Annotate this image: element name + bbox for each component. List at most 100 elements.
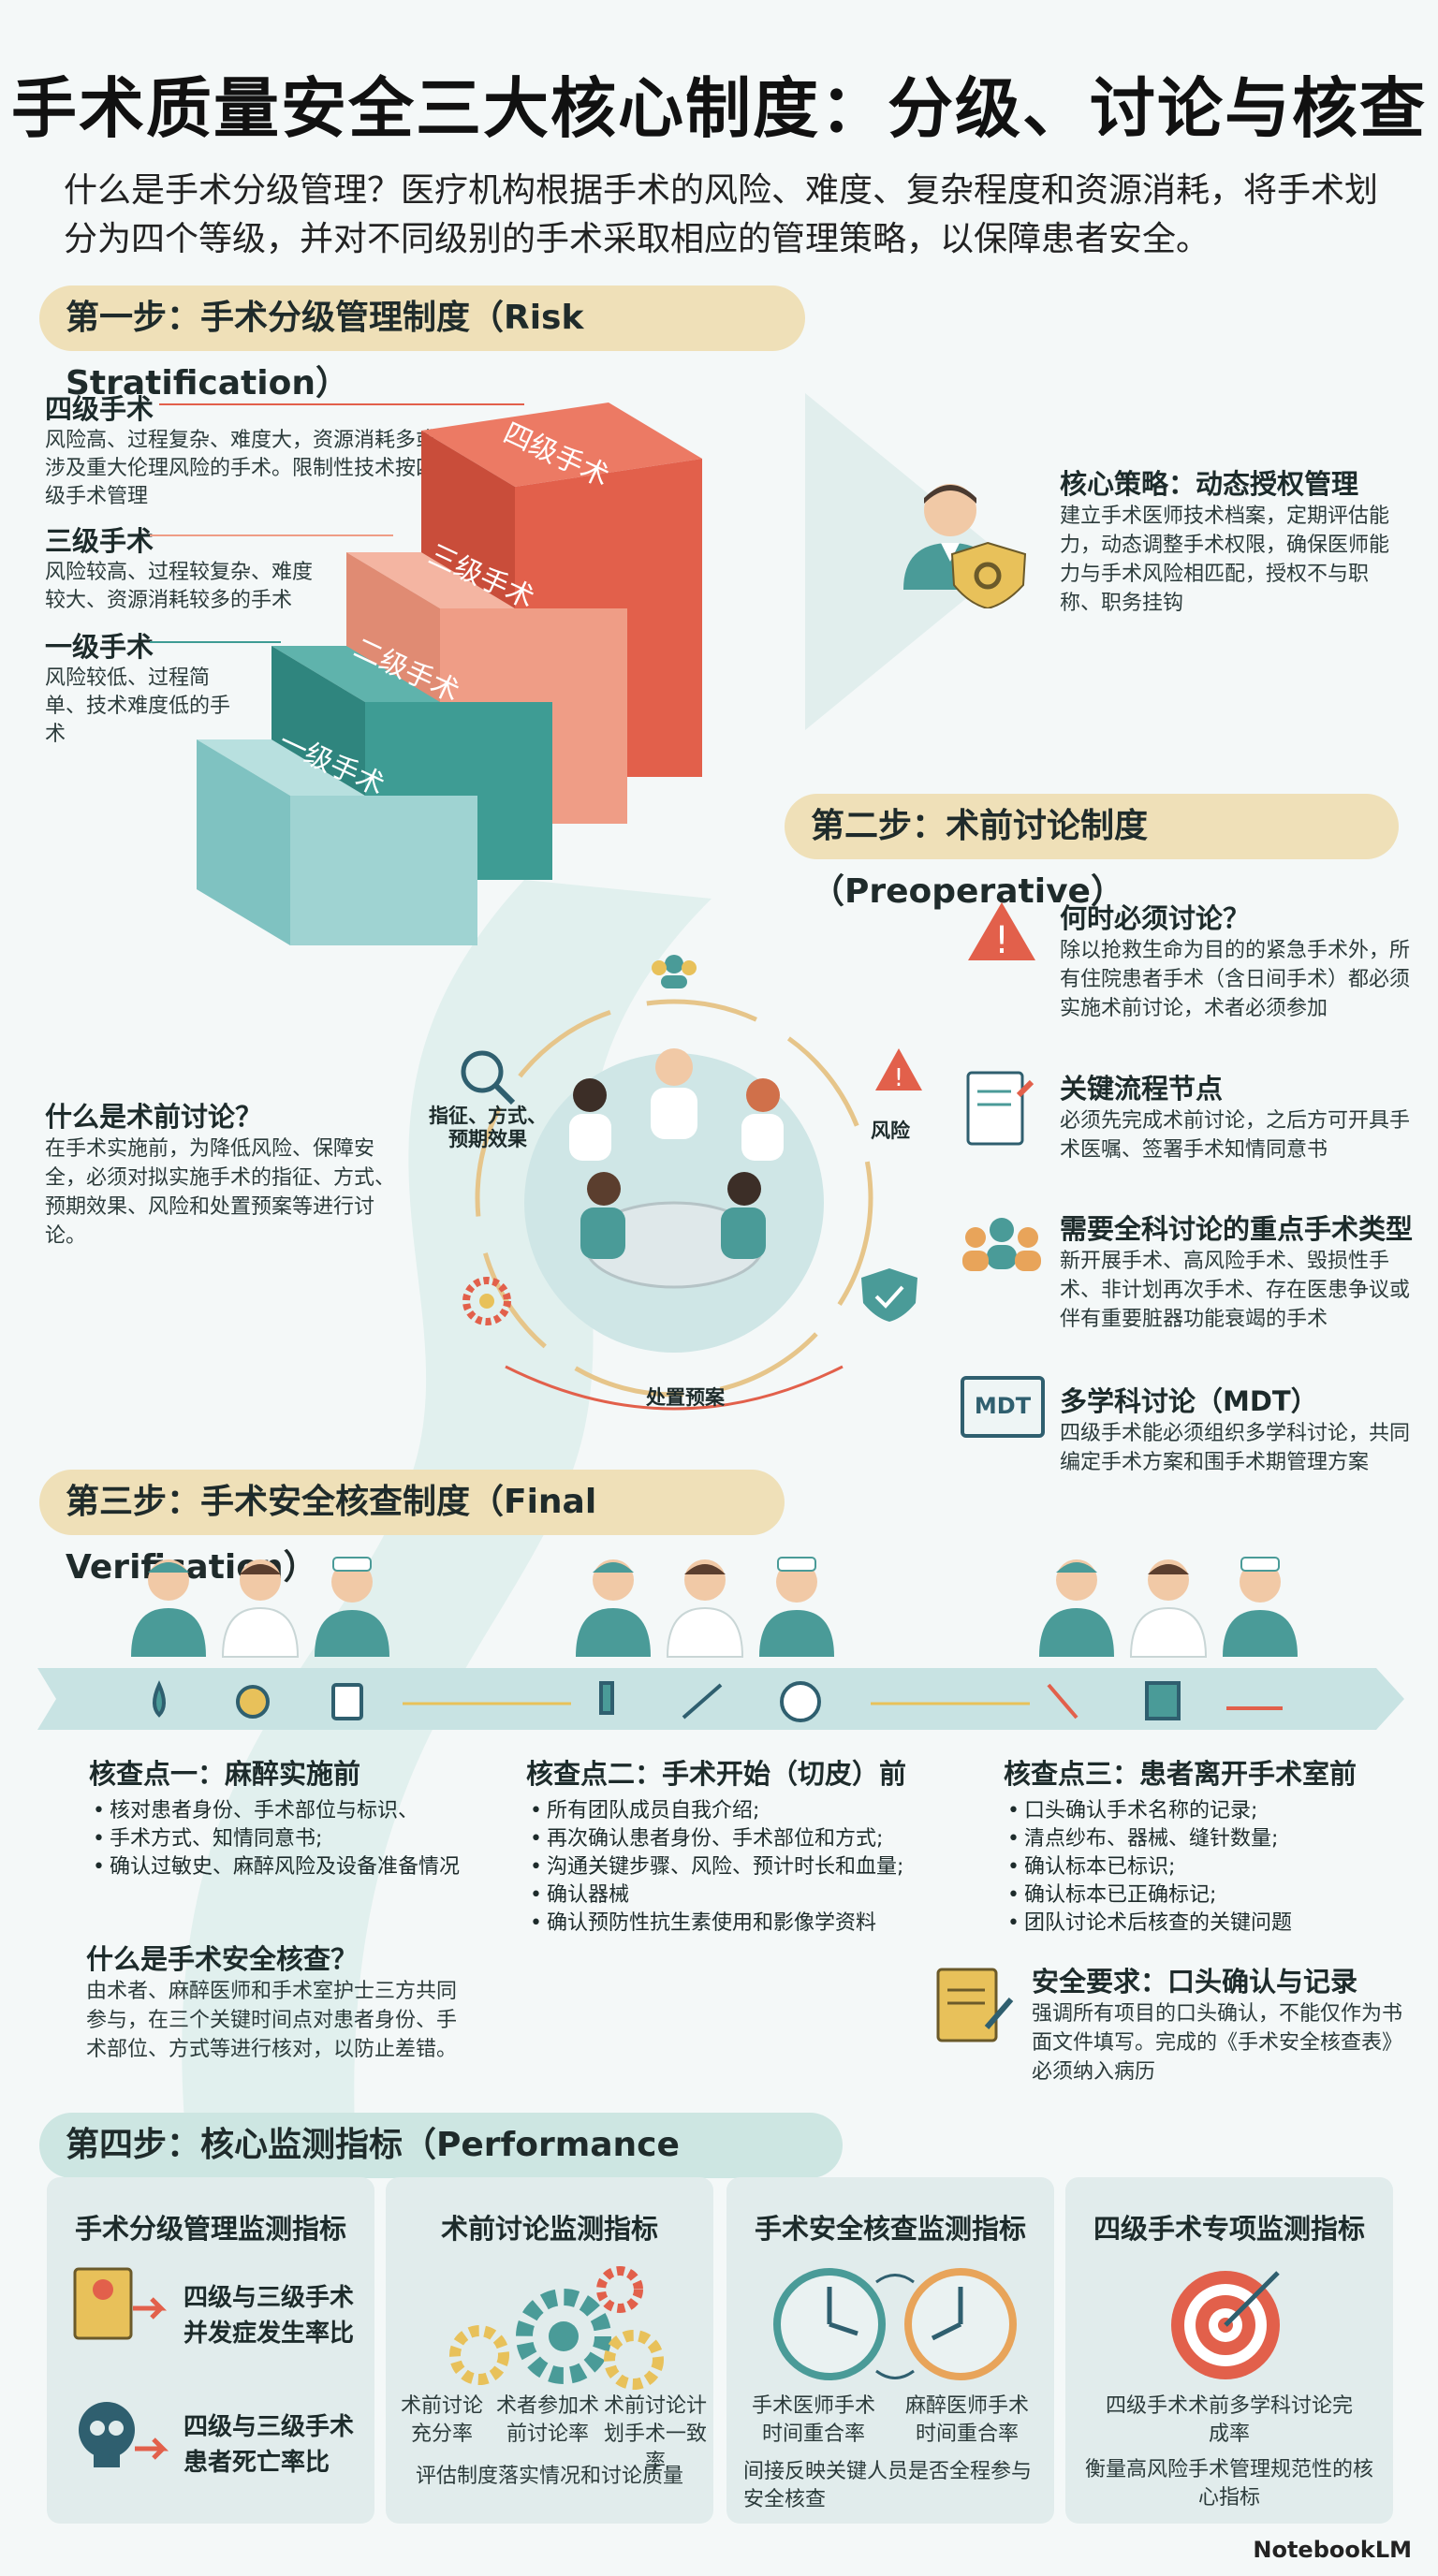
checkpoint-3-item: 团队讨论术后核查的关键问题 [1004, 1910, 1397, 1938]
metric-card-grading-title: 手术分级管理监测指标 [74, 2213, 346, 2245]
metric-card-verification-title: 手术安全核查监测指标 [754, 2213, 1026, 2245]
checkpoint-3-item: 确认标本已标识; [1004, 1853, 1397, 1881]
verification-req-title: 安全要求：口头确认与记录 [1032, 1966, 1358, 1998]
metric-card-discussion: 术前讨论监测指标 术前讨论充分率 术者参加术前讨论率 术前讨论计划手术一致率 评… [386, 2177, 713, 2524]
strategy-title: 核心策略：动态授权管理 [1060, 468, 1359, 500]
checkpoint-3: 核查点三：患者离开手术室前 口头确认手术名称的记录; 清点纱布、器械、缝针数量;… [1004, 1752, 1397, 1938]
verification-req-text: 强调所有项目的口头确认，不能仅作为书面文件填写。完成的《手术安全核查表》必须纳入… [1032, 2002, 1403, 2084]
metric-discussion-3: 术前讨论计划手术一致率 [603, 2394, 707, 2474]
preop-mdt-text: 四级手术能必须组织多学科讨论，共同编定手术方案和围手术期管理方案 [1060, 1422, 1411, 1474]
level3-text: 风险较高、过程较复杂、难度较大、资源消耗较多的手术 [45, 561, 314, 612]
checkpoint-1-item: 核对患者身份、手术部位与标识、 [89, 1797, 482, 1825]
magnifier-icon [461, 1050, 516, 1105]
preop-what-title: 什么是术前讨论？ [45, 1101, 263, 1133]
page-title: 手术质量安全三大核心制度：分级、讨论与核查 [11, 70, 1427, 147]
metric-verification-note: 间接反映关键人员是否全程参与安全核查 [743, 2460, 1033, 2511]
mdt-icon: MDT [961, 1376, 1045, 1438]
preop-flow-title: 关键流程节点 [1060, 1073, 1224, 1105]
metric-card-grading: 手术分级管理监测指标 四级与三级手术并发症发生率比 四级与三级手术患者死亡率比 [47, 2177, 374, 2524]
preop-types-text: 新开展手术、高风险手术、毁损性手术、非计划再次手术、存在医患争议或伴有重要脏器功… [1060, 1250, 1411, 1331]
level3-title: 三级手术 [45, 525, 154, 557]
level1-block: 一级手术 风险较低、过程简单、技术难度低的手术 [45, 625, 232, 749]
step3-icons [153, 1680, 1283, 1722]
checkpoint-2: 核查点二：手术开始（切皮）前 所有团队成员自我介绍; 再次确认患者身份、手术部位… [526, 1752, 938, 1938]
preop-when-title: 何时必须讨论？ [1060, 902, 1251, 934]
sign-document-icon [936, 1968, 1014, 2042]
preop-when-text: 除以抢救生命为目的的紧急手术外，所有住院患者手术（含日间手术）都必须实施术前讨论… [1060, 939, 1411, 1020]
metric-discussion-2: 术者参加术前讨论率 [496, 2394, 600, 2446]
doctor-shield-icon [903, 484, 1027, 608]
document-icon [966, 1071, 1034, 1146]
skull-icon [79, 2402, 169, 2467]
level3-block: 三级手术 风险较高、过程较复杂、难度较大、资源消耗较多的手术 [45, 520, 326, 615]
checkpoint-1-item: 手术方式、知情同意书; [89, 1825, 482, 1853]
gear-icon-left [462, 1277, 511, 1325]
preop-item-flow: 关键流程节点 必须先完成术前讨论，之后方可开具手术医嘱、签署手术知情同意书 [1060, 1067, 1416, 1164]
cycle-left-label: 指征、方式、预期效果 [429, 1105, 547, 1150]
metric-grading-1: 四级与三级手术并发症发生率比 [183, 2284, 355, 2348]
metric-level4-note: 衡量高风险手术管理规范性的核心指标 [1084, 2458, 1373, 2510]
strategy-block: 核心策略：动态授权管理 建立手术医师技术档案，定期评估能力，动态调整手术权限，确… [1060, 462, 1406, 618]
clipboard-icon [73, 2267, 168, 2340]
preop-flow-text: 必须先完成术前讨论，之后方可开具手术医嘱、签署手术知情同意书 [1060, 1109, 1411, 1162]
team-icon-top [652, 955, 697, 988]
step4-label: 第四步：核心监测指标（Performance Monitoring） [39, 2113, 843, 2230]
shield-check-icon [861, 1268, 917, 1322]
metric-card-level4: 四级手术专项监测指标 四级手术术前多学科讨论完成率 衡量高风险手术管理规范性的核… [1065, 2177, 1393, 2524]
metric-discussion-note: 评估制度落实情况和讨论质量 [415, 2465, 683, 2488]
metric-discussion-1: 术前讨论充分率 [400, 2394, 483, 2446]
step1-label: 第一步：手术分级管理制度（Risk Stratification） [39, 285, 805, 402]
checkpoint-1: 核查点一：麻醉实施前 核对患者身份、手术部位与标识、 手术方式、知情同意书; 确… [89, 1752, 482, 1881]
checkpoint-3-item: 清点纱布、器械、缝针数量; [1004, 1825, 1397, 1853]
strategy-text: 建立手术医师技术档案，定期评估能力，动态调整手术权限，确保医师能力与手术风险相匹… [1060, 505, 1390, 615]
metric-card-discussion-title: 术前讨论监测指标 [440, 2213, 658, 2245]
checkpoint-3-title: 核查点三：患者离开手术室前 [1004, 1758, 1357, 1790]
cycle-right-label: 风险 [871, 1120, 910, 1142]
step3-label: 第三步：手术安全核查制度（Final Verification） [39, 1470, 785, 1587]
preop-item-mdt: 多学科讨论（MDT） 四级手术能必须组织多学科讨论，共同编定手术方案和围手术期管… [1060, 1380, 1416, 1477]
cycle-bottom-label: 处置预案 [646, 1386, 725, 1409]
level1-title: 一级手术 [45, 631, 154, 663]
metric-card-verification: 手术安全核查监测指标 手术医师手术时间重合率 麻醉医师手术时间重合率 间接反映关… [726, 2177, 1054, 2524]
warning-icon: ! [968, 902, 1035, 962]
clocks-icon [773, 2268, 1017, 2380]
team-icon [962, 1218, 1041, 1271]
gears-icon [449, 2266, 664, 2390]
checkpoint-2-item: 确认器械 [526, 1881, 938, 1910]
preop-what-block: 什么是术前讨论？ 在手术实施前，为降低风险、保障安全，必须对拟实施手术的指征、方… [45, 1095, 401, 1251]
level4-text: 风险高、过程复杂、难度大，资源消耗多或涉及重大伦理风险的手术。限制性技术按四级手… [45, 429, 437, 508]
checkpoint-1-item: 确认过敏史、麻醉风险及设备准备情况 [89, 1853, 482, 1881]
verification-team-strip [37, 1557, 1404, 1730]
metric-grading-2: 四级与三级手术患者死亡率比 [183, 2413, 355, 2477]
level-connectors [150, 403, 524, 643]
metric-verification-1: 手术医师手术时间重合率 [751, 2394, 875, 2446]
brand-label: NotebookLM [1253, 2537, 1412, 2563]
metric-level4-1: 四级手术术前多学科讨论完成率 [1105, 2394, 1353, 2446]
preop-types-title: 需要全科讨论的重点手术类型 [1060, 1213, 1414, 1245]
svg-text:!: ! [894, 1064, 903, 1092]
checkpoint-2-item: 所有团队成员自我介绍; [526, 1797, 938, 1825]
intro-text: 什么是手术分级管理？医疗机构根据手术的风险、难度、复杂程度和资源消耗，将手术划分… [64, 171, 1379, 258]
checkpoint-3-item: 口头确认手术名称的记录; [1004, 1797, 1397, 1825]
metric-verification-2: 麻醉医师手术时间重合率 [904, 2394, 1029, 2446]
checkpoint-1-title: 核查点一：麻醉实施前 [89, 1758, 361, 1790]
level4-block: 四级手术 风险高、过程复杂、难度大，资源消耗多或涉及重大伦理风险的手术。限制性技… [45, 388, 448, 511]
svg-text:!: ! [994, 919, 1009, 962]
checkpoint-2-item: 沟通关键步骤、风险、预计时长和血量; [526, 1853, 938, 1881]
stairs-diagram: 四级手术 三级手术 二级手术 一级手术 [197, 402, 702, 945]
checkpoint-2-title: 核查点二：手术开始（切皮）前 [526, 1758, 907, 1790]
discussion-cycle-diagram: ! [461, 955, 922, 1411]
target-icon [1171, 2271, 1280, 2379]
checkpoint-2-item: 再次确认患者身份、手术部位和方式; [526, 1825, 938, 1853]
checkpoint-3-item: 确认标本已正确标记; [1004, 1881, 1397, 1910]
level4-title: 四级手术 [45, 393, 154, 425]
verification-what-title: 什么是手术安全核查？ [86, 1943, 359, 1975]
preop-what-text: 在手术实施前，为降低风险、保障安全，必须对拟实施手术的指征、方式、预期效果、风险… [45, 1137, 396, 1248]
step2-label: 第二步：术前讨论制度（Preoperative） [785, 794, 1399, 911]
verification-what-text: 由术者、麻醉医师和手术室护士三方共同参与，在三个关键时间点对患者身份、手术部位、… [86, 1980, 458, 2061]
verification-what-block: 什么是手术安全核查？ 由术者、麻醉医师和手术室护士三方共同参与，在三个关键时间点… [86, 1938, 461, 2064]
checkpoint-2-item: 确认预防性抗生素使用和影像学资料 [526, 1910, 938, 1938]
level1-text: 风险较低、过程简单、技术难度低的手术 [45, 666, 231, 746]
preop-mdt-title: 多学科讨论（MDT） [1060, 1385, 1318, 1417]
metric-card-level4-title: 四级手术专项监测指标 [1093, 2213, 1365, 2245]
